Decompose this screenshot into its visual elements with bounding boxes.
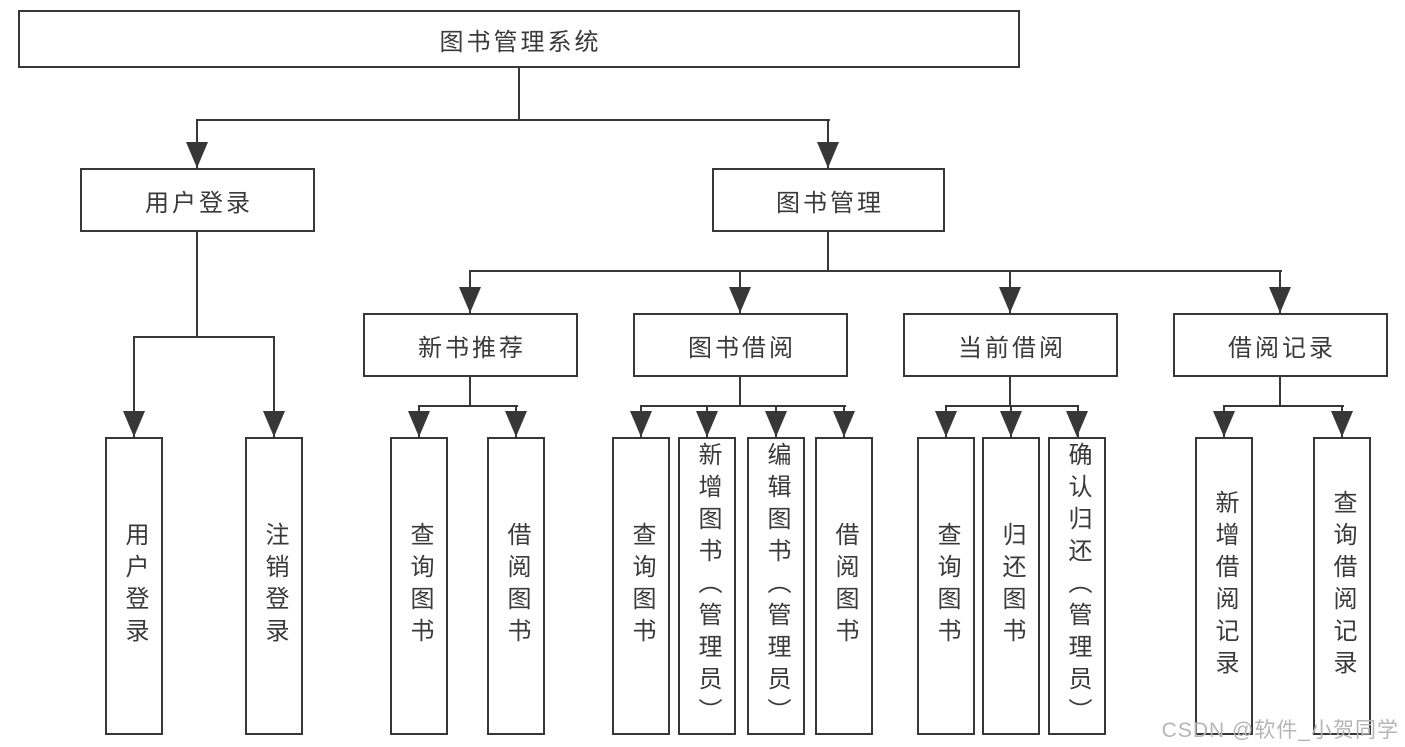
leaf-label: 确认归还（管理员） [1064,442,1091,730]
connector-line [1223,405,1344,407]
connector-line [945,405,1079,407]
leaf-borrow-book-2: 借阅图书 [815,437,873,735]
arrowhead-icon [186,142,208,168]
arrowhead-icon [1269,287,1291,313]
leaf-label: 注销登录 [261,522,288,650]
connector-line [196,232,198,338]
arrowhead-icon [833,411,855,437]
leaf-confirm-return-admin: 确认归还（管理员） [1048,437,1106,735]
leaf-label: 编辑图书（管理员） [763,442,790,730]
leaf-label: 借阅图书 [503,522,530,650]
connector-line [1009,377,1011,407]
leaf-query-borrow-record: 查询借阅记录 [1313,437,1371,735]
node-book-management-label: 图书管理 [776,189,884,217]
node-root-label: 图书管理系统 [439,28,602,56]
arrowhead-icon [817,142,839,168]
arrowhead-icon [1066,411,1088,437]
node-user-login: 用户登录 [80,168,315,232]
leaf-query-book-3: 查询图书 [917,437,975,735]
node-borrow-records-label: 借阅记录 [1228,334,1336,362]
node-current-borrow-label: 当前借阅 [958,334,1066,362]
leaf-label: 新增借阅记录 [1211,490,1238,682]
connector-line [739,377,741,407]
arrowhead-icon [729,287,751,313]
leaf-label: 用户登录 [121,522,148,650]
arrowhead-icon [408,411,430,437]
node-current-borrow: 当前借阅 [903,313,1118,377]
arrowhead-icon [999,287,1021,313]
leaf-label: 查询图书 [406,522,433,650]
leaf-logout: 注销登录 [245,437,303,735]
connector-line [640,405,846,407]
leaf-add-book-admin: 新增图书（管理员） [678,437,736,735]
arrowhead-icon [505,411,527,437]
connector-line [827,232,829,272]
connector-line [518,68,520,121]
connector-line [133,336,135,437]
connector-line [133,336,275,338]
node-book-management: 图书管理 [712,168,945,232]
arrowhead-icon [263,411,285,437]
node-book-borrow: 图书借阅 [633,313,848,377]
connector-line [469,270,1282,272]
connector-line [273,336,275,437]
connector-line [469,377,471,407]
leaf-user-login: 用户登录 [105,437,163,735]
node-root: 图书管理系统 [18,10,1020,68]
leaf-add-borrow-record: 新增借阅记录 [1195,437,1253,735]
arrowhead-icon [935,411,957,437]
leaf-label: 归还图书 [998,522,1025,650]
node-user-login-label: 用户登录 [145,189,253,217]
leaf-label: 借阅图书 [831,522,858,650]
connector-line [418,405,518,407]
arrowhead-icon [765,411,787,437]
leaf-label: 查询图书 [933,522,960,650]
arrowhead-icon [459,287,481,313]
leaf-query-book-1: 查询图书 [390,437,448,735]
csdn-watermark: CSDN @软件_小贺同学 [1161,719,1399,742]
connector-line [196,119,830,121]
arrowhead-icon [696,411,718,437]
leaf-label: 查询图书 [628,522,655,650]
leaf-edit-book-admin: 编辑图书（管理员） [747,437,805,735]
leaf-query-book-2: 查询图书 [612,437,670,735]
arrowhead-icon [123,411,145,437]
leaf-label: 新增图书（管理员） [694,442,721,730]
connector-line [1279,377,1281,407]
arrowhead-icon [1000,411,1022,437]
node-new-book-recommend-label: 新书推荐 [418,334,526,362]
leaf-label: 查询借阅记录 [1329,490,1356,682]
node-book-borrow-label: 图书借阅 [688,334,796,362]
arrowhead-icon [630,411,652,437]
leaf-borrow-book-1: 借阅图书 [487,437,545,735]
node-borrow-records: 借阅记录 [1173,313,1388,377]
node-new-book-recommend: 新书推荐 [363,313,578,377]
arrowhead-icon [1213,411,1235,437]
leaf-return-book: 归还图书 [982,437,1040,735]
arrowhead-icon [1331,411,1353,437]
